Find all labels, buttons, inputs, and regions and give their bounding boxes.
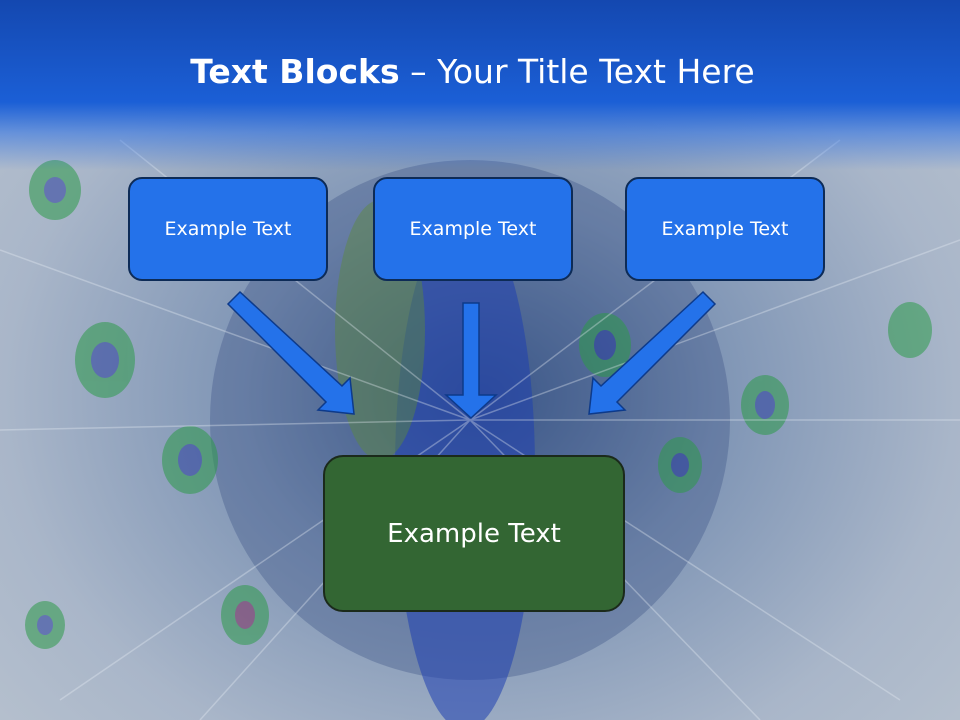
arrow-down-icon — [444, 302, 498, 420]
slide-title: Text Blocks – Your Title Text Here — [0, 52, 945, 91]
text-block-left[interactable]: Example Text — [128, 177, 328, 281]
title-rest: Your Title Text Here — [437, 52, 755, 91]
text-block-result[interactable]: Example Text — [323, 455, 625, 612]
text-block-center[interactable]: Example Text — [373, 177, 573, 281]
text-block-right[interactable]: Example Text — [625, 177, 825, 281]
arrow-down-right-icon — [226, 290, 355, 415]
arrow-down-left-icon — [588, 290, 717, 415]
title-dash: – — [399, 52, 438, 91]
text-block-center-label: Example Text — [409, 218, 537, 240]
text-block-result-label: Example Text — [387, 518, 561, 549]
title-bar — [0, 0, 960, 170]
text-block-right-label: Example Text — [661, 218, 789, 240]
text-block-left-label: Example Text — [164, 218, 292, 240]
title-bold: Text Blocks — [190, 52, 400, 91]
